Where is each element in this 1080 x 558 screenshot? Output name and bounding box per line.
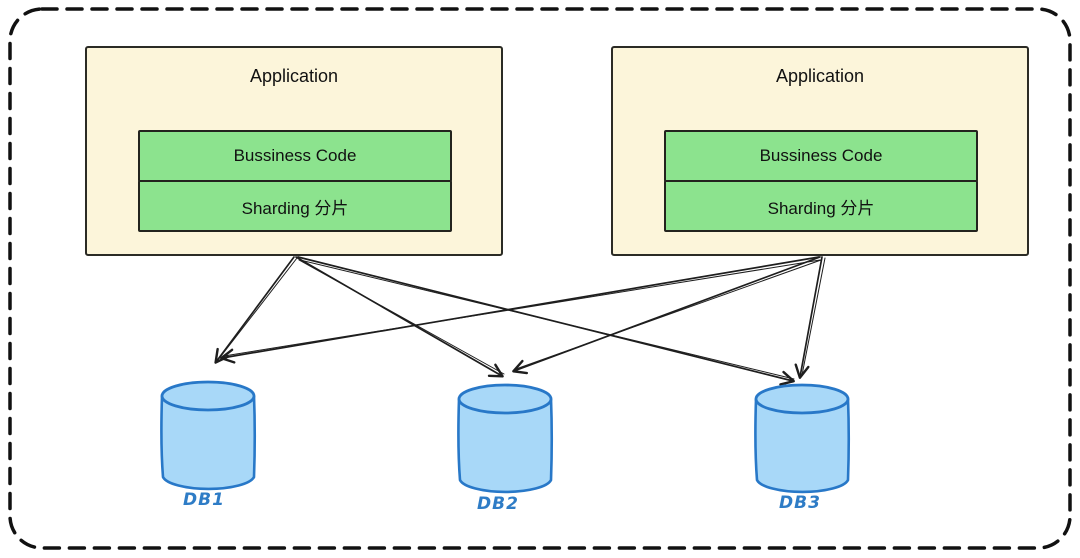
database-cylinder-icon [754, 383, 851, 494]
database-cylinder-icon [160, 380, 257, 491]
db-label: DB2 [477, 494, 519, 514]
application-title: Application [775, 66, 865, 86]
sharding-layer: Sharding 分片 [664, 180, 978, 232]
arrow-app1-db3 [297, 256, 795, 386]
db-label: DB3 [779, 493, 821, 513]
database-cylinder-icon [457, 383, 554, 494]
business-code-layer: Bussiness Code [138, 130, 452, 182]
business-code-layer: Bussiness Code [664, 130, 978, 182]
application-box-2: Application Bussiness Code Sharding 分片 [611, 46, 1029, 256]
arrow-app1-db2 [295, 256, 505, 378]
application-box-1: Application Bussiness Code Sharding 分片 [85, 46, 503, 256]
arrow-app2-db2 [512, 256, 822, 375]
application-title: Application [249, 66, 339, 86]
sharding-layer: Sharding 分片 [138, 180, 452, 232]
arrow-app2-db3 [794, 256, 826, 379]
db-label: DB1 [183, 490, 225, 510]
arrow-app2-db1 [220, 256, 821, 364]
arrow-app1-db1 [214, 256, 298, 364]
